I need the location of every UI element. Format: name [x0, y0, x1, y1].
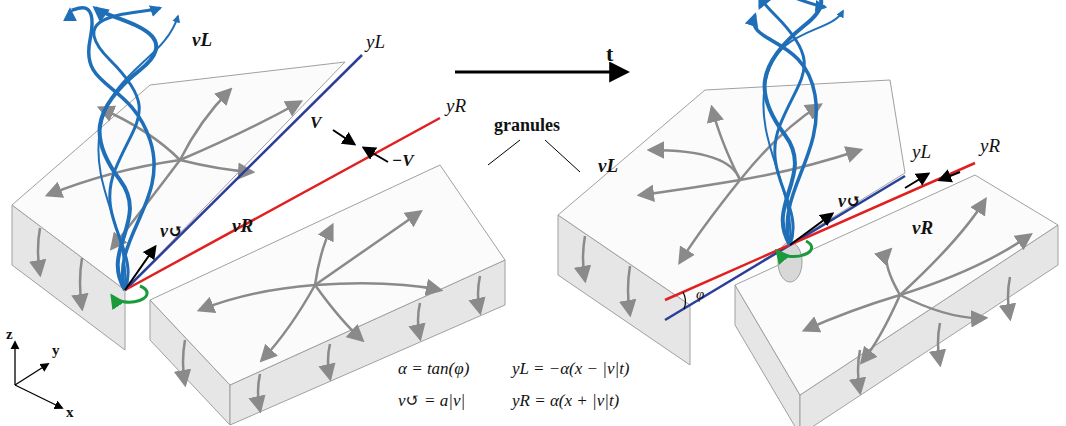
callout-label: granules: [494, 116, 560, 136]
line-label: yL: [366, 32, 385, 53]
axis-label: x: [66, 404, 74, 421]
formula-label: yR = α(x + |v|t): [512, 392, 619, 411]
velocity-label: vL: [192, 30, 212, 51]
velocity-label: V: [310, 114, 321, 133]
line-label: yR: [446, 96, 466, 117]
axis-label: y: [52, 342, 60, 359]
formula-label: v↺ = a|v|: [398, 392, 465, 411]
velocity-label: vL: [598, 156, 618, 177]
angle-label: φ: [696, 286, 704, 303]
axis-label: z: [6, 326, 13, 343]
velocity-label: vR: [232, 216, 253, 237]
velocity-label: v↺: [160, 222, 183, 242]
formula-label: yL = −α(x − |v|t): [512, 360, 630, 379]
velocity-label: vR: [912, 218, 933, 239]
formula-label: α = tan(φ): [398, 360, 469, 379]
line-label: yL: [912, 142, 931, 163]
velocity-label: v↺: [838, 192, 861, 212]
time-label: t: [606, 42, 613, 66]
velocity-label: −V: [392, 152, 414, 171]
line-label: yR: [980, 136, 1000, 157]
